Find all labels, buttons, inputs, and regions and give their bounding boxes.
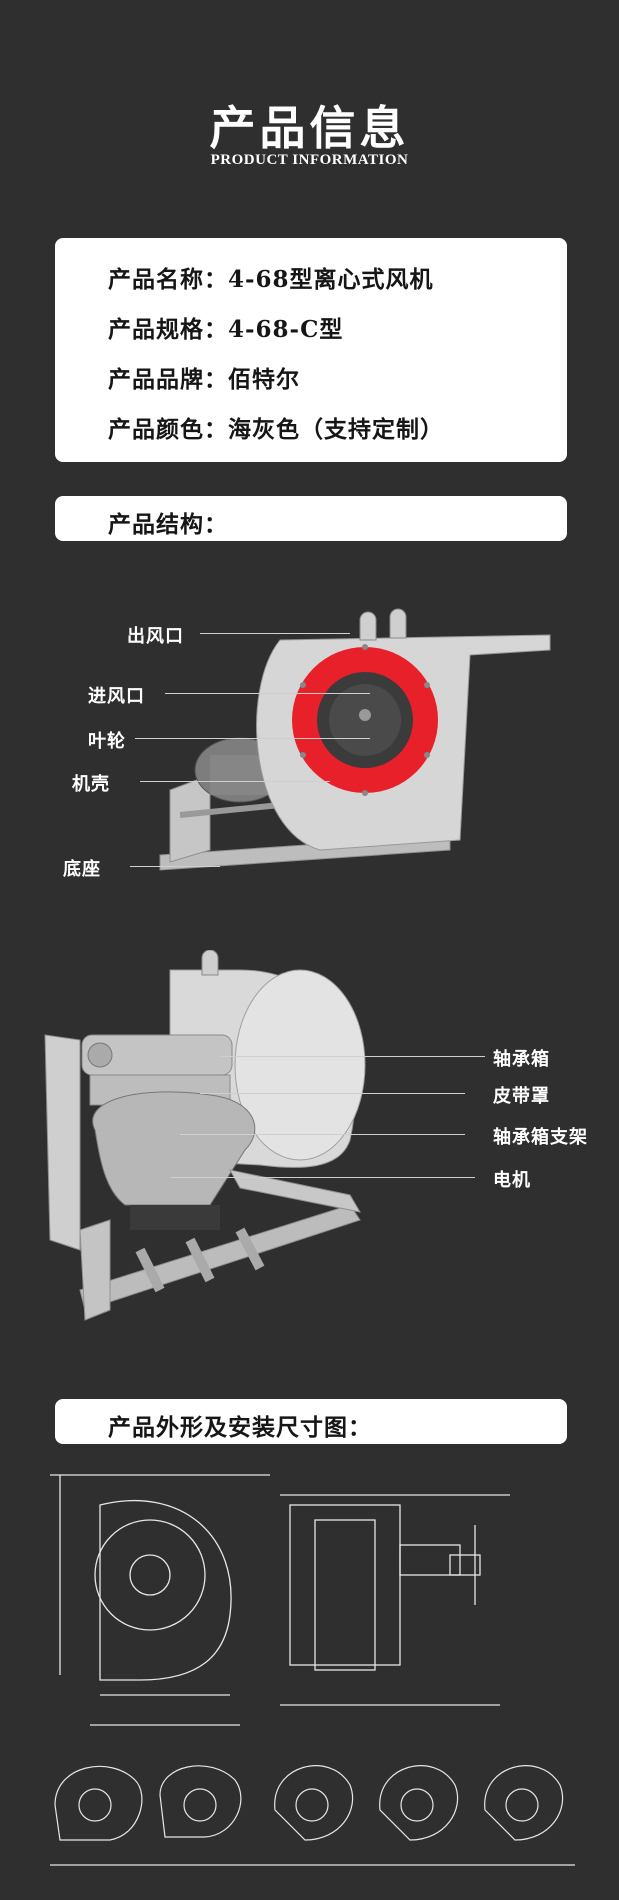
product-spec-row: 产品规格：4-68-C型 xyxy=(108,316,344,343)
page-title: 产品信息 xyxy=(209,101,410,155)
page-subtitle: PRODUCT INFORMATION xyxy=(210,152,409,168)
callout-outlet: 出风口 xyxy=(127,626,184,647)
callout-bearing-box: 轴承箱 xyxy=(493,1049,550,1070)
leader-motor xyxy=(170,1177,475,1178)
leader-inlet xyxy=(165,693,370,694)
leader-belt-guard xyxy=(200,1093,465,1094)
callout-impeller: 叶轮 xyxy=(88,731,126,752)
callout-belt-guard: 皮带罩 xyxy=(493,1086,550,1107)
product-info-card: 产品名称：4-68型离心式风机 产品规格：4-68-C型 产品品牌：佰特尔 产品… xyxy=(55,238,567,462)
product-name-row: 产品名称：4-68型离心式风机 xyxy=(108,266,434,293)
leader-outlet xyxy=(200,633,350,634)
callout-motor: 电机 xyxy=(493,1170,531,1191)
leader-impeller xyxy=(135,738,370,739)
leader-housing xyxy=(140,781,330,782)
callout-inlet: 进风口 xyxy=(88,686,145,707)
callout-bearing-bracket: 轴承箱支架 xyxy=(493,1127,588,1148)
leader-bearing-box xyxy=(220,1056,485,1057)
callout-base: 底座 xyxy=(63,859,101,880)
structure-heading-bar: 产品结构： xyxy=(55,496,567,541)
dimension-drawing xyxy=(50,1474,575,1866)
structure-heading: 产品结构： xyxy=(108,511,228,538)
leader-base xyxy=(130,866,220,867)
fan-front-image xyxy=(159,608,551,871)
dimensions-heading-bar: 产品外形及安装尺寸图： xyxy=(55,1399,567,1444)
product-color-row: 产品颜色：海灰色（支持定制） xyxy=(108,416,444,443)
fan-rear-image xyxy=(44,950,366,1321)
callout-housing: 机壳 xyxy=(72,774,110,795)
product-brand-row: 产品品牌：佰特尔 xyxy=(108,366,300,393)
leader-bearing-bracket xyxy=(180,1134,465,1135)
dimensions-heading: 产品外形及安装尺寸图： xyxy=(108,1414,372,1441)
